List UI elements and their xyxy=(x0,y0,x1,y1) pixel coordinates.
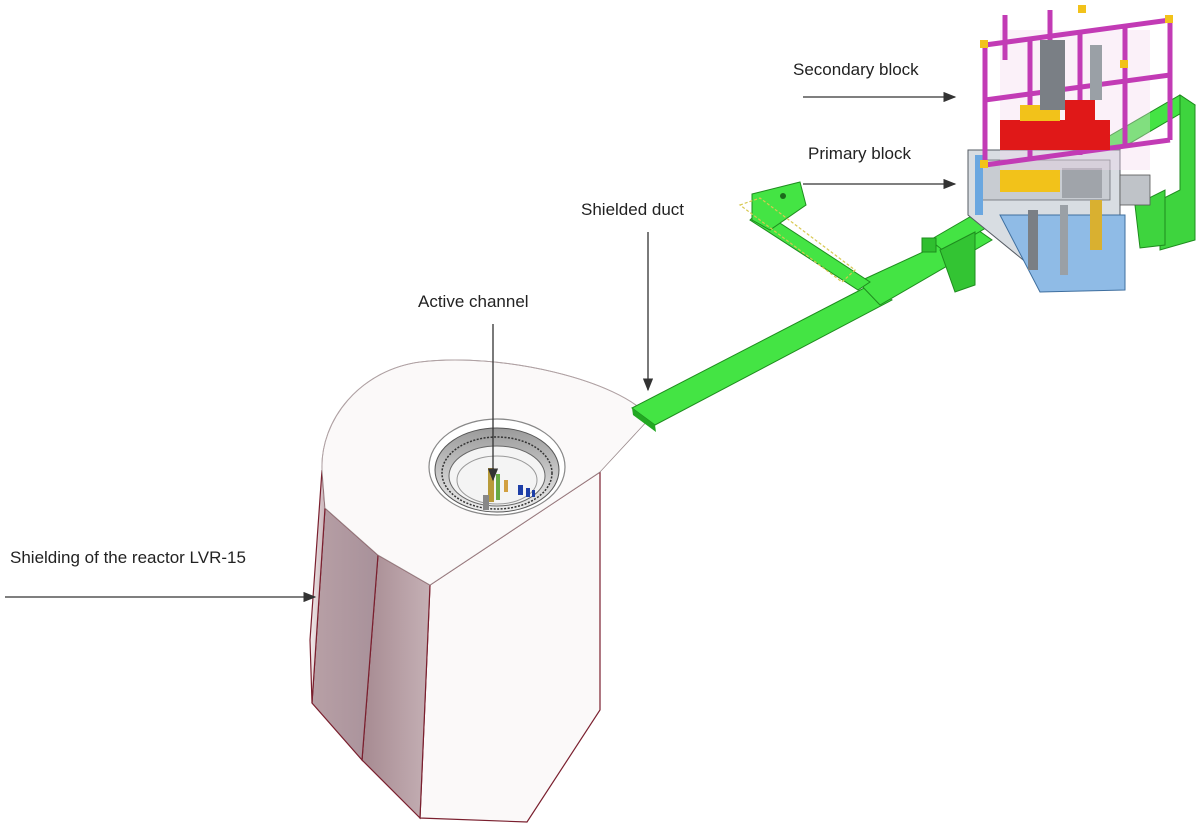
duct-end-cap xyxy=(751,181,807,231)
active-channel-bore xyxy=(428,418,566,516)
label-secondary-block: Secondary block xyxy=(793,60,919,79)
label-shielded-duct: Shielded duct xyxy=(581,200,685,219)
label-primary-block: Primary block xyxy=(808,144,911,163)
primary-block xyxy=(967,149,1151,293)
secondary-block xyxy=(980,5,1173,170)
label-reactor-shielding: Shielding of the reactor LVR-15 xyxy=(10,548,246,567)
equipment-blocks xyxy=(967,5,1173,293)
callout-arrows xyxy=(5,91,957,603)
duct-main-pipe xyxy=(631,284,893,426)
label-active-channel: Active channel xyxy=(418,292,529,311)
